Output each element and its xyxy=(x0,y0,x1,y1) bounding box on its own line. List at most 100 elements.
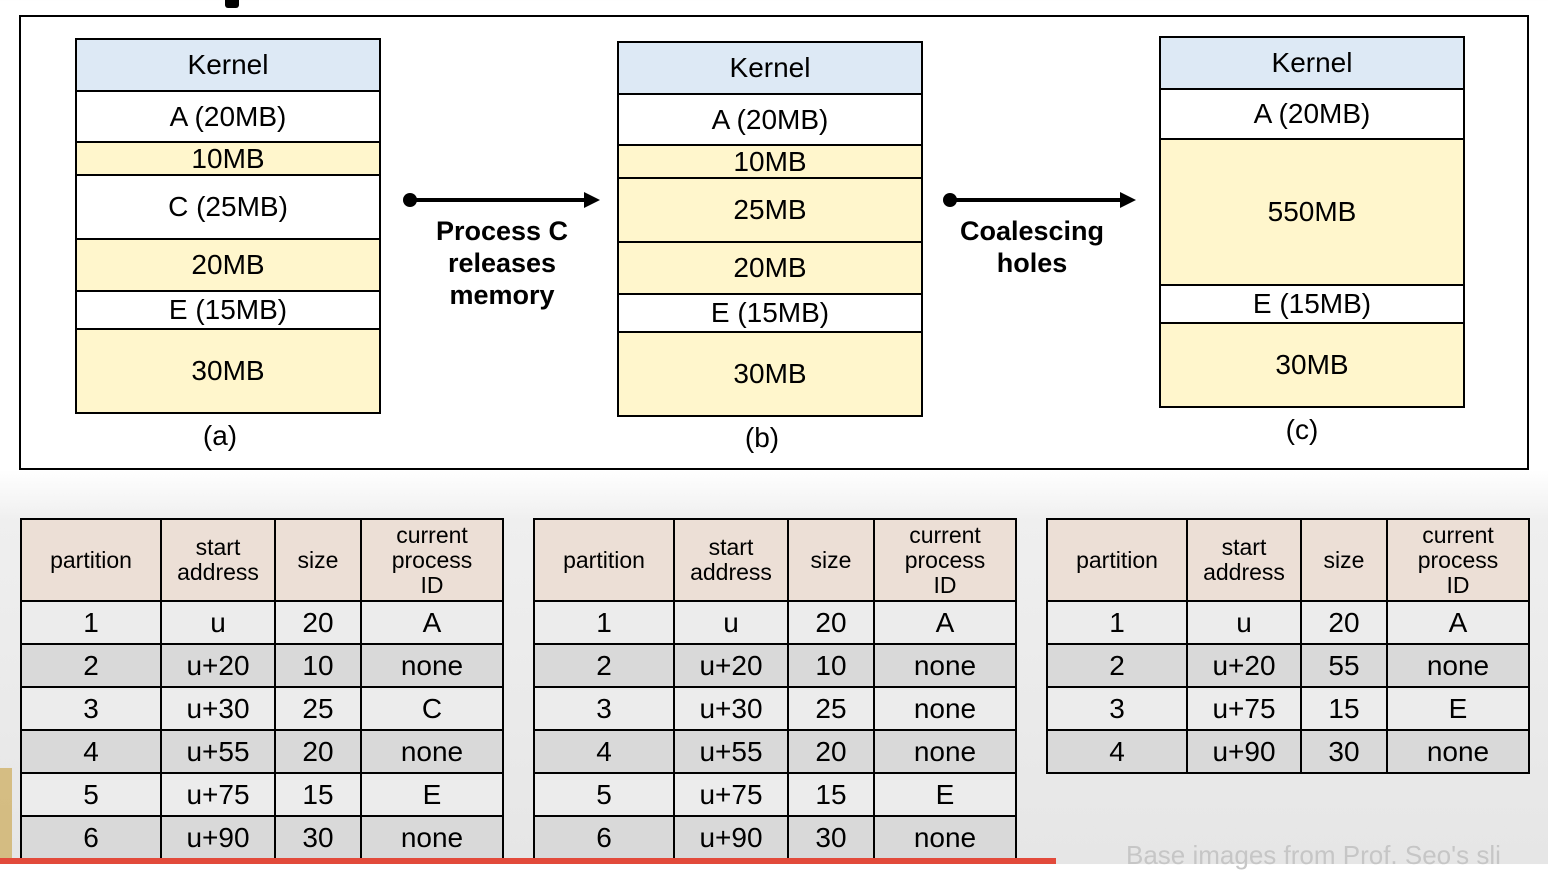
table-cell: u xyxy=(1186,600,1302,645)
table-cell: none xyxy=(873,686,1017,731)
table-cell: 15 xyxy=(1300,686,1388,731)
table-cell: 6 xyxy=(533,815,675,860)
table-cell: A xyxy=(360,600,504,645)
table-cell: 30 xyxy=(787,815,875,860)
column-header-line: start xyxy=(195,534,241,560)
table-cell: u+90 xyxy=(160,815,276,860)
table-cell: A xyxy=(873,600,1017,645)
memory-block: 550MB xyxy=(1161,140,1463,286)
memory-block: 30MB xyxy=(77,330,379,412)
table-cell: u+30 xyxy=(160,686,276,731)
memory-layout-b: Kernel A (20MB) 10MB 25MB 20MB E (15MB) … xyxy=(617,41,923,417)
table-cell: 5 xyxy=(20,772,162,817)
table-cell: 1 xyxy=(1046,600,1188,645)
table-cell: E xyxy=(873,772,1017,817)
table-cell: 25 xyxy=(787,686,875,731)
table-cell: 4 xyxy=(533,729,675,774)
table-cell: none xyxy=(1386,643,1530,688)
column-header-line: address xyxy=(690,559,772,585)
memory-block: 20MB xyxy=(619,243,921,295)
table-cell: none xyxy=(873,729,1017,774)
memory-block: 20MB xyxy=(77,240,379,292)
table-cell: none xyxy=(873,643,1017,688)
column-header: size xyxy=(1300,518,1388,602)
table-cell: 2 xyxy=(1046,643,1188,688)
column-header-line: ID xyxy=(420,571,444,598)
table-cell: 15 xyxy=(274,772,362,817)
column-header-line: current xyxy=(396,521,468,548)
table-cell: none xyxy=(1386,729,1530,774)
arrow-label-line: Coalescing xyxy=(959,216,1105,246)
column-header-line: process xyxy=(904,546,986,573)
column-header-line: ID xyxy=(1446,571,1470,598)
table-cell: 10 xyxy=(787,643,875,688)
title-fragment xyxy=(225,0,267,8)
table-cell: u+75 xyxy=(160,772,276,817)
table-cell: E xyxy=(1386,686,1530,731)
table-cell: 30 xyxy=(1300,729,1388,774)
caption-a: (a) xyxy=(202,420,238,451)
table-cell: 20 xyxy=(1300,600,1388,645)
table-cell: 3 xyxy=(1046,686,1188,731)
column-header: partition xyxy=(1046,518,1188,602)
column-header-line: size xyxy=(297,546,339,573)
table-cell: 55 xyxy=(1300,643,1388,688)
table-cell: u+20 xyxy=(160,643,276,688)
table-cell: 20 xyxy=(787,729,875,774)
progress-bar xyxy=(0,858,1056,864)
caption-c: (c) xyxy=(1285,414,1319,445)
memory-block: 10MB xyxy=(619,146,921,179)
column-header-line: partition xyxy=(1076,546,1158,573)
table-cell: none xyxy=(873,815,1017,860)
column-header-line: size xyxy=(810,546,852,573)
memory-layout-c: Kernel A (20MB) 550MB E (15MB) 30MB xyxy=(1159,36,1465,408)
memory-block: A (20MB) xyxy=(77,92,379,143)
column-header-line: process xyxy=(391,546,473,573)
table-cell: 1 xyxy=(20,600,162,645)
arrow-label-release: Process C releases memory xyxy=(412,215,592,311)
memory-block: C (25MB) xyxy=(77,176,379,240)
memory-block: 10MB xyxy=(77,143,379,176)
arrow-label-line: memory xyxy=(449,280,555,310)
table-cell: u xyxy=(160,600,276,645)
memory-block: Kernel xyxy=(619,43,921,95)
arrow-label-line: Process C xyxy=(435,216,569,246)
left-edge-marker xyxy=(0,768,12,858)
column-header: size xyxy=(787,518,875,602)
table-cell: none xyxy=(360,643,504,688)
memory-block: A (20MB) xyxy=(1161,90,1463,140)
table-cell: 1 xyxy=(533,600,675,645)
column-header: partition xyxy=(20,518,162,602)
table-cell: u+55 xyxy=(160,729,276,774)
table-cell: 5 xyxy=(533,772,675,817)
table-cell: 20 xyxy=(274,729,362,774)
column-header-line: start xyxy=(1221,534,1267,560)
arrow-label-coalesce: Coalescing holes xyxy=(942,215,1122,279)
column-header-line: start xyxy=(708,534,754,560)
table-cell: C xyxy=(360,686,504,731)
table-cell: none xyxy=(360,815,504,860)
memory-block: Kernel xyxy=(77,40,379,92)
column-header-line: partition xyxy=(563,546,645,573)
table-cell: u+75 xyxy=(673,772,789,817)
table-cell: 2 xyxy=(533,643,675,688)
column-header-line: address xyxy=(177,559,259,585)
